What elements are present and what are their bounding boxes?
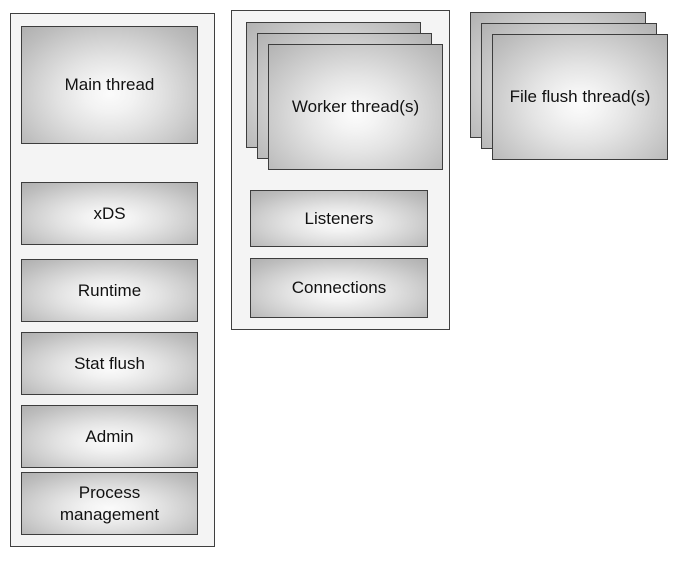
block-stat-flush-label: Stat flush	[74, 353, 145, 373]
block-runtime-label: Runtime	[77, 280, 142, 300]
block-listeners-label: Listeners	[304, 208, 374, 228]
block-stat-flush[interactable]: Stat flush	[21, 332, 198, 395]
stack-worker-threads-label: Worker thread(s)	[291, 97, 420, 117]
block-listeners[interactable]: Listeners	[250, 190, 428, 247]
block-connections[interactable]: Connections	[250, 258, 428, 318]
block-admin[interactable]: Admin	[21, 405, 198, 468]
block-admin-label: Admin	[85, 426, 134, 446]
block-process-management-label: Process management	[59, 483, 160, 524]
block-xds[interactable]: xDS	[21, 182, 198, 245]
block-main-thread[interactable]: Main thread	[21, 26, 198, 144]
stack-worker-threads-front[interactable]: Worker thread(s)	[268, 44, 443, 170]
stack-worker-threads[interactable]: Worker thread(s)	[246, 22, 443, 174]
block-connections-label: Connections	[291, 278, 387, 298]
stack-file-flush-threads-label: File flush thread(s)	[509, 87, 651, 107]
stack-file-flush-threads-front[interactable]: File flush thread(s)	[492, 34, 668, 160]
block-main-thread-label: Main thread	[64, 75, 155, 95]
stack-file-flush-threads[interactable]: File flush thread(s)	[470, 12, 670, 164]
block-process-management[interactable]: Process management	[21, 472, 198, 535]
block-runtime[interactable]: Runtime	[21, 259, 198, 322]
block-xds-label: xDS	[93, 203, 126, 223]
